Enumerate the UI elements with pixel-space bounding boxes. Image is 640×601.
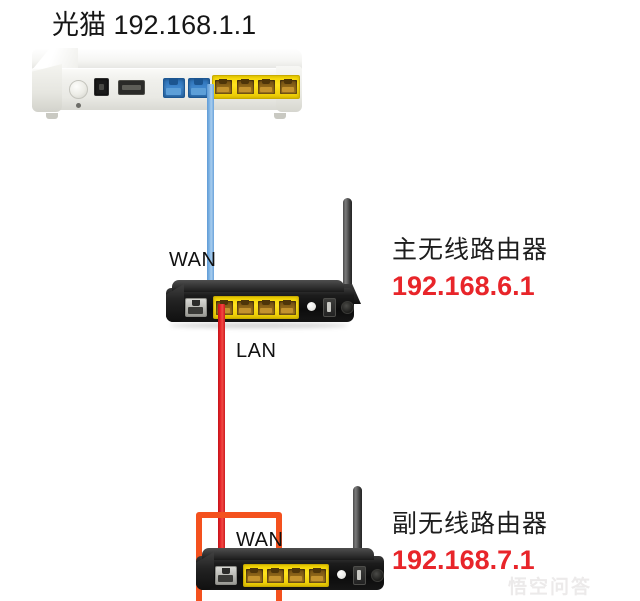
main-router-ip-label: 192.168.6.1 (392, 271, 535, 301)
main-router-power-switch[interactable] (323, 298, 336, 317)
cable-modem-to-main-router (207, 84, 214, 306)
main-router-left-side (166, 284, 184, 322)
modem-foot-right (274, 113, 286, 119)
secondary-router-power-switch[interactable] (353, 566, 366, 585)
modem-lan-port-3 (258, 79, 276, 94)
modem-lan-port-1 (215, 79, 233, 94)
secondary-router-name-label: 副无线路由器 (392, 510, 549, 538)
secondary-router-top-surface (202, 548, 374, 560)
main-router-wan-port (185, 298, 207, 317)
watermark-label: 悟空问答 (508, 577, 593, 598)
modem-title-label: 光猫 192.168.1.1 (52, 10, 257, 40)
main-router-antenna (343, 198, 352, 290)
secondary-router-status-led (337, 570, 346, 579)
modem-device (32, 48, 302, 119)
secondary-router-ip-label: 192.168.7.1 (392, 545, 535, 575)
secondary-router-left-side (196, 552, 214, 590)
secondary-router-lan-port-1 (246, 567, 263, 583)
secondary-router-device (196, 486, 384, 593)
modem-usb-port (118, 80, 145, 95)
secondary-router-lan-port-4 (309, 567, 326, 583)
modem-phone-port-1 (163, 78, 185, 98)
main-router-lan-label: LAN (236, 340, 277, 362)
modem-phone-port-2 (188, 78, 210, 98)
secondary-router-lan-port-bank (243, 564, 329, 587)
main-router-name-label: 主无线路由器 (392, 236, 549, 264)
modem-lan-port-4 (279, 79, 297, 94)
main-router-shadow (170, 323, 348, 328)
cable-main-to-secondary-router (218, 304, 225, 578)
modem-top-surface (32, 48, 302, 70)
modem-wps-button[interactable] (69, 80, 88, 99)
main-router-lan-port-4 (279, 299, 296, 315)
main-router-device (166, 198, 361, 328)
main-router-lan-port-2 (237, 299, 254, 315)
modem-power-jack (94, 78, 109, 96)
secondary-router-antenna (353, 486, 362, 558)
secondary-router-wan-port (215, 566, 237, 585)
secondary-router-lan-port-3 (288, 567, 305, 583)
main-router-wan-label: WAN (169, 249, 217, 271)
modem-lan-port-2 (236, 79, 254, 94)
modem-left-side (32, 64, 62, 112)
main-router-lan-port-bank (213, 296, 299, 319)
main-router-lan-port-3 (258, 299, 275, 315)
modem-foot-left (46, 113, 58, 119)
secondary-router-power-jack (371, 569, 384, 582)
main-router-top-surface (172, 280, 344, 292)
main-router-status-led (307, 302, 316, 311)
secondary-router-wan-label: WAN (236, 529, 284, 551)
main-router-power-jack (341, 301, 354, 314)
modem-reset-pinhole[interactable] (76, 103, 81, 108)
modem-lan-port-bank (212, 75, 300, 99)
secondary-router-lan-port-2 (267, 567, 284, 583)
